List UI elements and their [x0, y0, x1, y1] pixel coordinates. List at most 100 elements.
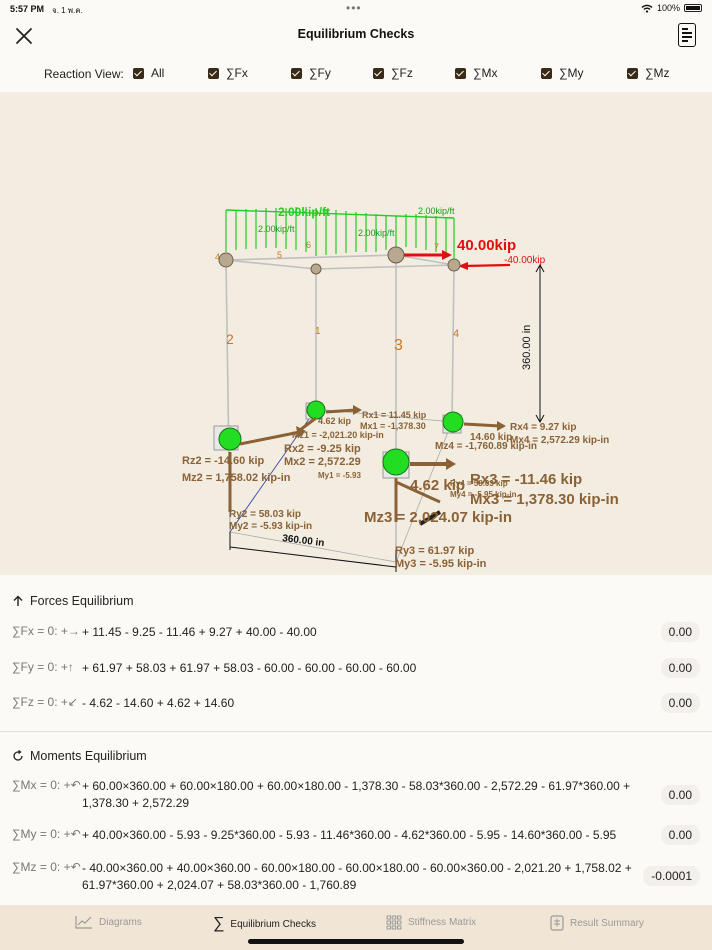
- support-node-4[interactable]: [442, 411, 464, 433]
- tab-label: Diagrams: [99, 916, 142, 928]
- reaction-my3: My3 = -5.95 kip-in: [395, 558, 487, 570]
- reaction-rx2: Rx2 = -9.25 kip: [284, 443, 361, 455]
- checkbox-checked-icon[interactable]: [133, 67, 144, 79]
- tab-label: Result Summary: [570, 917, 644, 929]
- moments-section: Moments Equilibrium ∑Mx = 0: +↶ + 60.00×…: [0, 732, 712, 904]
- status-bar: 5:57 PM จ. 1 พ.ค. ••• 100%: [0, 0, 712, 18]
- tab-label: Stiffness Matrix: [408, 917, 477, 928]
- node-top-front[interactable]: [387, 246, 405, 264]
- status-date: จ. 1 พ.ค.: [52, 6, 83, 15]
- status-time: 5:57 PM: [10, 4, 45, 14]
- reaction-rx4: Rx4 = 9.27 kip: [510, 422, 576, 433]
- eq-label: ∑Fx = 0: +→: [12, 624, 80, 638]
- eq-expression: - 4.62 - 14.60 + 4.62 + 14.60: [82, 696, 235, 710]
- load-label-main: 2.00kip/ft: [278, 205, 330, 219]
- tab-result-summary[interactable]: Result Summary: [550, 915, 644, 931]
- checkbox-sum-fy[interactable]: ∑Fy: [291, 66, 331, 80]
- height-dimension-line: [535, 263, 545, 424]
- chart-icon: [75, 916, 92, 929]
- eq-expression: + 60.00×360.00 + 60.00×180.00 + 60.00×18…: [82, 779, 631, 810]
- reaction-rz4: 14.60 kip: [470, 432, 512, 443]
- arrow-up-icon: [13, 595, 23, 606]
- reaction-mz1: Mz1 = -2,021.20 kip-in: [292, 430, 384, 440]
- node-label-7: 7: [434, 242, 439, 252]
- tab-bar: Diagrams ∑ Equilibrium Checks Stiffness …: [0, 905, 712, 950]
- reaction-ry2: Ry2 = 58.03 kip: [229, 509, 301, 520]
- eq-result-badge: 0.00: [660, 785, 700, 805]
- node-label-4: 4: [215, 252, 220, 262]
- reaction-rz3: 4.62 kip: [410, 477, 465, 494]
- support-node-3[interactable]: [382, 448, 410, 476]
- checkbox-sum-mx[interactable]: ∑Mx: [455, 66, 498, 80]
- reaction-mx4: Mx4 = 2,572.29 kip-in: [510, 435, 609, 446]
- eq-expression: + 61.97 + 58.03 + 61.97 + 58.03 - 60.00 …: [82, 661, 417, 675]
- load-label-c: 2.00kip/ft: [418, 206, 455, 216]
- distributed-load-arrows: [225, 207, 455, 260]
- reaction-mx2: Mx2 = 2,572.29: [284, 456, 361, 468]
- width-dimension-label: 360.00 in: [282, 533, 325, 549]
- sigma-icon: ∑: [213, 915, 225, 932]
- point-load-neg-arrow: [463, 263, 511, 268]
- point-load-neg-arrowhead: [458, 262, 468, 270]
- point-load-arrowhead: [442, 250, 452, 260]
- eq-result-badge: -0.0001: [643, 866, 700, 886]
- checkbox-checked-icon[interactable]: [455, 67, 466, 79]
- checkbox-checked-icon[interactable]: [627, 67, 638, 79]
- checkbox-checked-icon[interactable]: [208, 67, 219, 79]
- checkbox-sum-my[interactable]: ∑My: [541, 66, 584, 80]
- reaction-rz1: 4.62 kip: [318, 416, 352, 426]
- support-node-2[interactable]: [218, 427, 242, 451]
- report-icon[interactable]: [678, 23, 696, 47]
- checkbox-checked-icon[interactable]: [291, 67, 302, 79]
- node-top-left[interactable]: [218, 252, 234, 268]
- checkbox-sum-fx[interactable]: ∑Fx: [208, 66, 248, 80]
- node-label-5: 5: [277, 250, 282, 260]
- rotate-icon: [13, 750, 23, 761]
- node-top-right[interactable]: [447, 258, 461, 272]
- section-divider: [0, 731, 712, 732]
- model-viewport[interactable]: 2.00kip/ft 2.00kip/ft 2.00kip/ft 2.00kip…: [0, 92, 712, 575]
- reaction-mz3: Mz3 = 2,024.07 kip-in: [364, 509, 512, 526]
- reaction-ry4: Ry4 = 58.03 kip: [450, 479, 508, 488]
- reaction-ry3: Ry3 = 61.97 kip: [395, 545, 474, 557]
- eq-label: ∑Fz = 0: +↙: [12, 695, 78, 709]
- checkbox-checked-icon[interactable]: [373, 67, 384, 79]
- battery-percent: 100%: [656, 3, 680, 13]
- reaction-mz4: Mz4 = -1,760.89 kip-in: [435, 441, 537, 452]
- status-right: 100%: [641, 3, 702, 13]
- nav-bar: Equilibrium Checks: [0, 18, 712, 56]
- reaction-rx1: Rx1 = 11.45 kip: [362, 410, 427, 420]
- forces-section: Forces Equilibrium ∑Fx = 0: +→ + 11.45 -…: [0, 575, 712, 731]
- checkbox-sum-fz[interactable]: ∑Fz: [373, 66, 413, 80]
- tab-diagrams[interactable]: Diagrams: [75, 915, 142, 929]
- height-dimension-label: 360.00 in: [521, 325, 533, 370]
- member-label-1: 1: [315, 326, 321, 337]
- multitask-dots[interactable]: •••: [346, 1, 362, 15]
- checkbox-checked-icon[interactable]: [541, 67, 552, 79]
- reaction-mz2: Mz2 = 1,758.02 kip-in: [182, 472, 291, 484]
- battery-icon: [684, 4, 702, 12]
- point-load-neg-label: -40.00kip: [504, 255, 546, 266]
- eq-result-badge: 0.00: [660, 658, 700, 678]
- tab-equilibrium-checks[interactable]: ∑ Equilibrium Checks: [213, 915, 316, 933]
- moments-heading: Moments Equilibrium: [12, 749, 147, 763]
- point-load-label: 40.00kip: [457, 237, 516, 254]
- summary-icon: [550, 915, 564, 931]
- node-top-mid[interactable]: [310, 263, 322, 275]
- checkbox-sum-mz[interactable]: ∑Mz: [627, 66, 670, 80]
- width-dimension-line: [229, 532, 397, 572]
- eq-result-badge: 0.00: [660, 693, 700, 713]
- member-label-3: 3: [394, 337, 403, 354]
- moments-title: Moments Equilibrium: [30, 749, 147, 763]
- reaction-view-bar: Reaction View: All ∑Fx ∑Fy ∑Fz ∑Mx ∑My ∑…: [0, 62, 712, 86]
- close-icon[interactable]: [12, 24, 36, 48]
- tab-stiffness-matrix[interactable]: Stiffness Matrix: [386, 915, 476, 930]
- home-indicator[interactable]: [248, 939, 464, 944]
- node-label-6: 6: [306, 240, 311, 250]
- member-label-4: 4: [453, 328, 459, 340]
- checkbox-all[interactable]: All: [133, 66, 164, 80]
- tab-label: Equilibrium Checks: [230, 918, 316, 930]
- frame-model-svg[interactable]: 2.00kip/ft 2.00kip/ft 2.00kip/ft 2.00kip…: [0, 92, 712, 575]
- reaction-view-label: Reaction View:: [44, 67, 124, 81]
- reaction-my2: My2 = -5.93 kip-in: [229, 521, 312, 532]
